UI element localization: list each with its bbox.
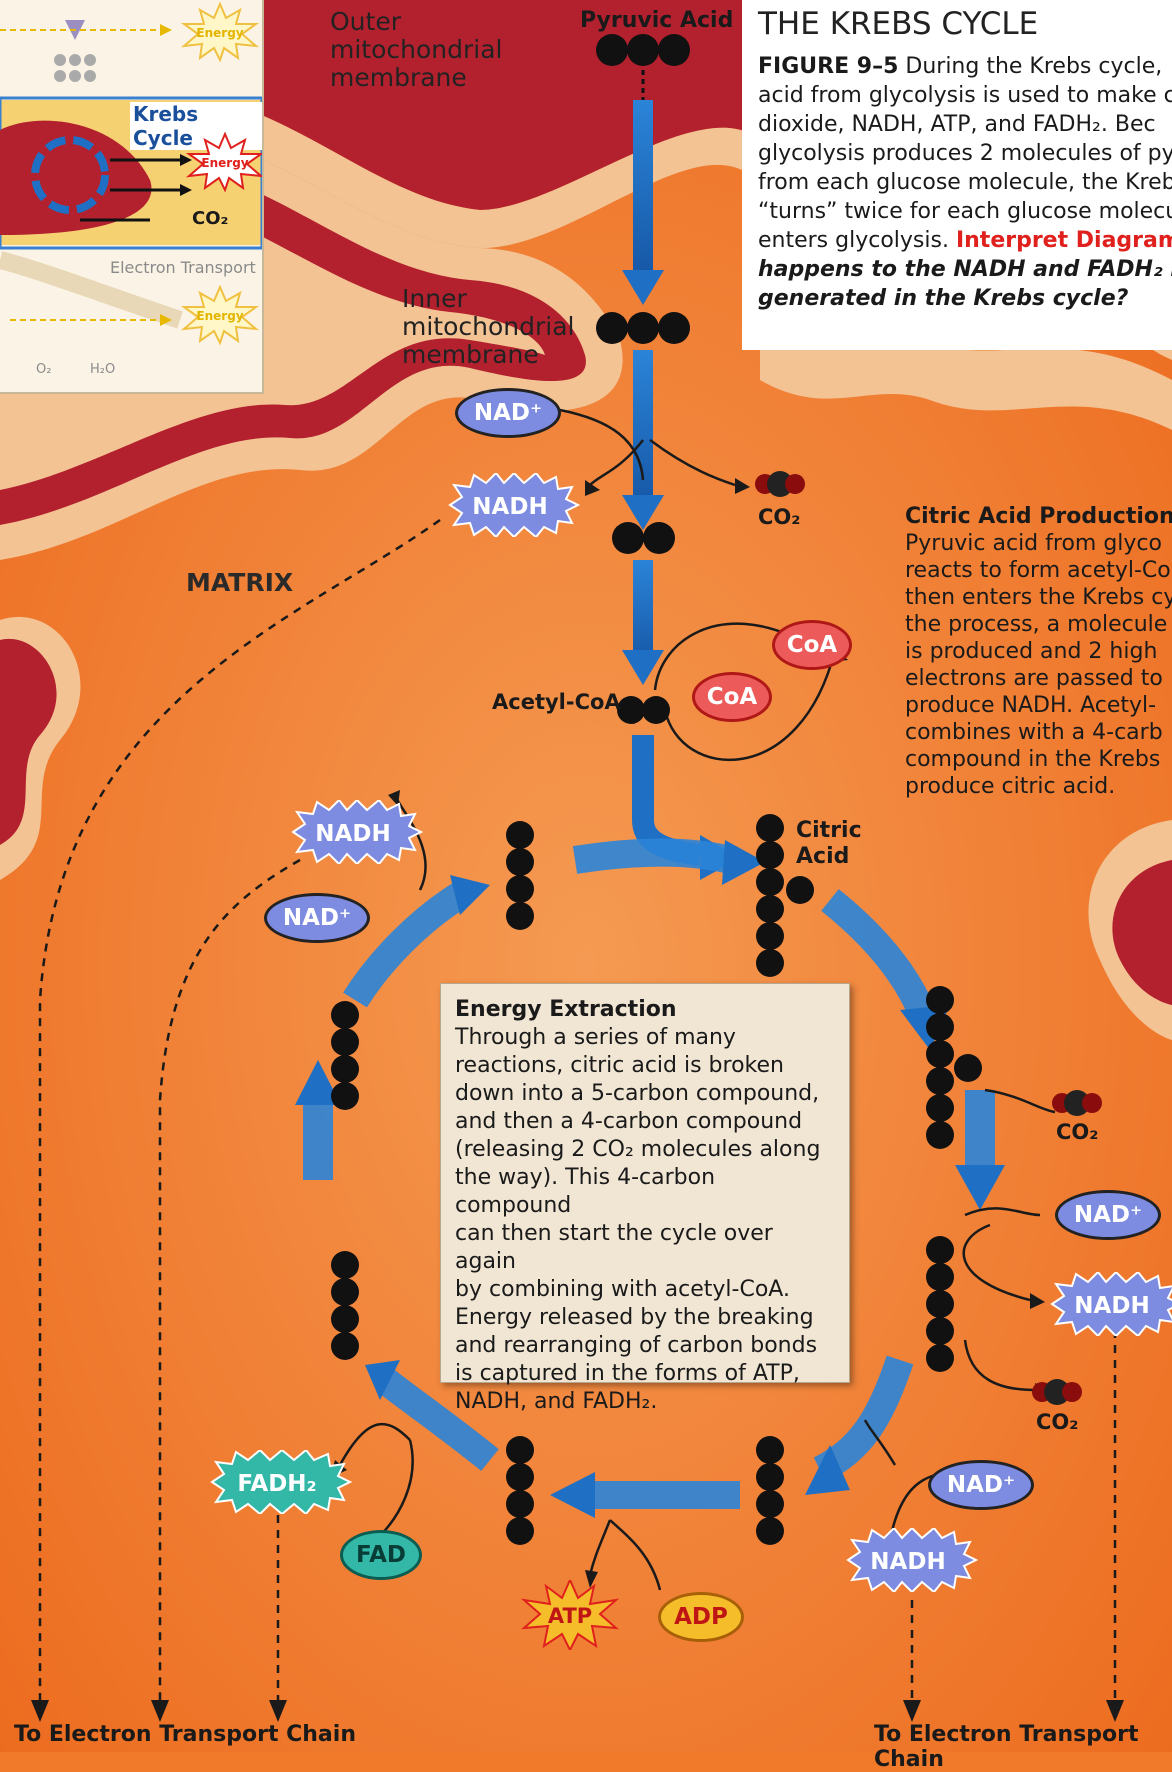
nad-plus-4: NAD⁺ xyxy=(928,1460,1034,1510)
page-title: THE KREBS CYCLE xyxy=(758,6,1038,42)
svg-text:NADH: NADH xyxy=(472,494,547,520)
pyruvic-acid-label: Pyruvic Acid xyxy=(580,8,733,33)
svg-text:NADH: NADH xyxy=(870,1549,945,1575)
nadh-star-1: NADH xyxy=(440,473,580,537)
svg-text:ATP: ATP xyxy=(548,1604,592,1628)
svg-text:FADH₂: FADH₂ xyxy=(237,1471,316,1497)
figure-label: FIGURE 9–5 xyxy=(758,54,898,79)
svg-text:NADH: NADH xyxy=(1074,1293,1149,1319)
atp-star: ATP xyxy=(520,1580,620,1650)
svg-text:Energy: Energy xyxy=(201,156,248,170)
inset-h2o: H₂O xyxy=(90,362,115,377)
fad-oval: FAD xyxy=(340,1530,422,1580)
nad-plus-3: NAD⁺ xyxy=(1055,1190,1161,1240)
citric-acid-production-text: Citric Acid Production Pyruvic acid from… xyxy=(905,503,1172,800)
inset-energy-star-top: Energy xyxy=(180,2,260,62)
svg-text:Energy: Energy xyxy=(196,309,243,323)
overview-inset: Energy Krebs Cycle Energy CO₂ Electron T… xyxy=(0,0,264,394)
inset-electron-transport: Electron Transport xyxy=(110,258,256,277)
nad-plus-2: NAD⁺ xyxy=(264,893,370,943)
energy-extraction-box: Energy Extraction Through a series of ma… xyxy=(440,983,850,1383)
nadh-star-4: NADH xyxy=(838,1528,978,1592)
nadh-star-2: NADH xyxy=(283,800,423,864)
co2-label-2: CO₂ xyxy=(1056,1120,1098,1144)
nadh-star-3: NADH xyxy=(1042,1272,1172,1336)
inset-o2: O₂ xyxy=(36,362,51,377)
svg-text:Energy: Energy xyxy=(196,26,243,40)
to-etc-label-left: To Electron Transport Chain xyxy=(14,1722,356,1747)
figure-caption: FIGURE 9–5 During the Krebs cycle, acid … xyxy=(758,52,1172,313)
interpret-diagrams-label: Interpret Diagrams xyxy=(956,228,1172,253)
coa-1: CoA xyxy=(772,620,852,670)
nad-plus-1: NAD⁺ xyxy=(455,388,561,438)
svg-text:NADH: NADH xyxy=(315,821,390,847)
inset-co2: CO₂ xyxy=(192,208,228,229)
adp-oval: ADP xyxy=(658,1592,744,1642)
co2-label-3: CO₂ xyxy=(1036,1410,1078,1434)
inset-energy-star-bottom: Energy xyxy=(180,285,260,345)
coa-2: CoA xyxy=(692,672,772,722)
co2-label-1: CO₂ xyxy=(758,505,800,529)
acetyl-coa-label: Acetyl-CoA xyxy=(492,690,621,714)
fadh2-star: FADH₂ xyxy=(202,1450,352,1514)
inset-energy-star-mid: Energy xyxy=(185,132,264,192)
matrix-label: MATRIX xyxy=(186,568,293,597)
to-etc-label-right: To Electron Transport Chain xyxy=(874,1722,1172,1772)
